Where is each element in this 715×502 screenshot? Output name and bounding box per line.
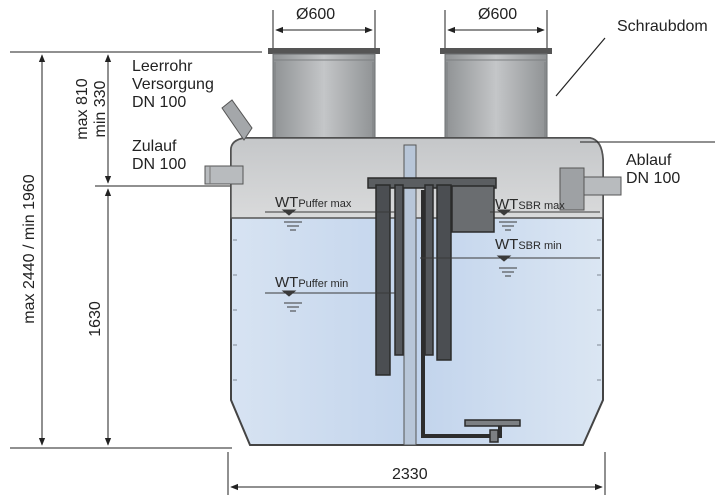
- inlet-height-dimension: 1630: [87, 301, 104, 337]
- dome-left: [268, 48, 380, 147]
- wt-puffer-max-label: WTPuffer max: [275, 194, 352, 211]
- inlet-pipe: [204, 165, 244, 185]
- height-total-dimension: max 2440 / min 1960: [21, 174, 38, 324]
- cover-min-dimension: min 330: [92, 80, 109, 138]
- leerrohr-label-line2: Versorgung: [132, 76, 214, 93]
- zulauf-label-line2: DN 100: [132, 156, 187, 173]
- leerrohr-label-line3: DN 100: [132, 94, 187, 111]
- width-dimension: 2330: [392, 466, 428, 483]
- conduit-pipe: [221, 99, 253, 141]
- ablauf-label-line1: Ablauf: [626, 152, 672, 169]
- pump-equipment: [367, 177, 521, 443]
- cover-max-dimension: max 810: [74, 78, 91, 140]
- dome-right-diameter-label: Ø600: [478, 6, 518, 23]
- wt-sbr-max-label: WTSBR max: [495, 196, 565, 213]
- schraubdom-label: Schraubdom: [617, 18, 708, 35]
- leerrohr-label-line1: Leerrohr: [132, 58, 193, 75]
- dimension-lines: [10, 10, 715, 495]
- wt-sbr-min-label: WTSBR min: [495, 236, 562, 253]
- water-level-lines: [265, 209, 600, 312]
- zulauf-label-line1: Zulauf: [132, 138, 177, 155]
- wt-puffer-min-label: WTPuffer min: [275, 274, 349, 291]
- dome-left-diameter-label: Ø600: [296, 6, 336, 23]
- ablauf-label-line2: DN 100: [626, 170, 681, 187]
- outlet-pipe: [559, 167, 622, 211]
- dome-right: [440, 48, 552, 147]
